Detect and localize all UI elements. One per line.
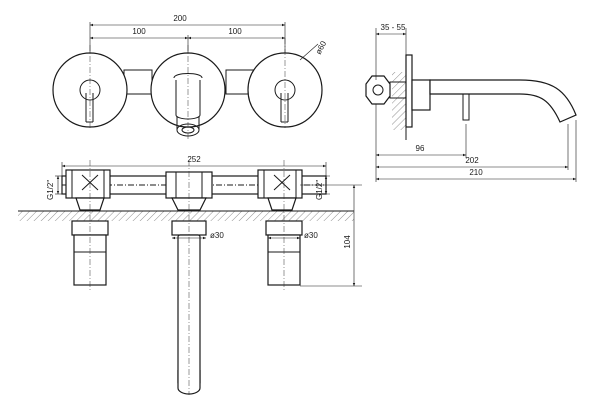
diameter-leader	[299, 43, 319, 61]
side-view: 35 - 55 96 202 210	[365, 23, 577, 182]
dim-label-height: 104	[343, 235, 352, 249]
dim-label-left-sleeve: ø30	[210, 231, 224, 240]
right-valve-assembly	[257, 160, 303, 290]
left-valve-assembly	[65, 160, 111, 290]
surface-hatch	[18, 211, 354, 221]
dim-label-wall-depth: 35 - 55	[381, 23, 406, 32]
wall-plate	[405, 54, 413, 128]
dim-label-handle-reach: 96	[416, 144, 425, 153]
spout-side	[429, 79, 577, 123]
left-valve-rosette	[52, 45, 128, 128]
center-spout-rosette	[150, 45, 226, 140]
dim-label-body-width: 252	[187, 155, 201, 164]
thread-label-right: G1/2"	[315, 180, 324, 200]
center-spout-assembly	[165, 160, 213, 395]
thread-label-left: G1/2"	[46, 180, 55, 200]
dim-label-rosette-diameter: ø60	[314, 39, 329, 56]
dim-label-right-sleeve: ø30	[304, 231, 318, 240]
handle-side	[462, 93, 470, 121]
dim-label-spout-reach: 202	[465, 156, 479, 165]
dim-label-200: 200	[173, 14, 187, 23]
installation-view: 252 G1/2" G1/2" ø30 ø30 104	[18, 155, 362, 395]
dim-label-right-100: 100	[228, 27, 242, 36]
connector-bar-left	[123, 69, 153, 95]
dim-label-left-100: 100	[132, 27, 146, 36]
right-valve-rosette	[247, 38, 323, 128]
wall-hatch	[392, 72, 406, 130]
front-view: 200 100 100 ø60	[52, 14, 329, 140]
concealed-valve-body	[365, 75, 391, 105]
dim-label-total-reach: 210	[469, 168, 483, 177]
